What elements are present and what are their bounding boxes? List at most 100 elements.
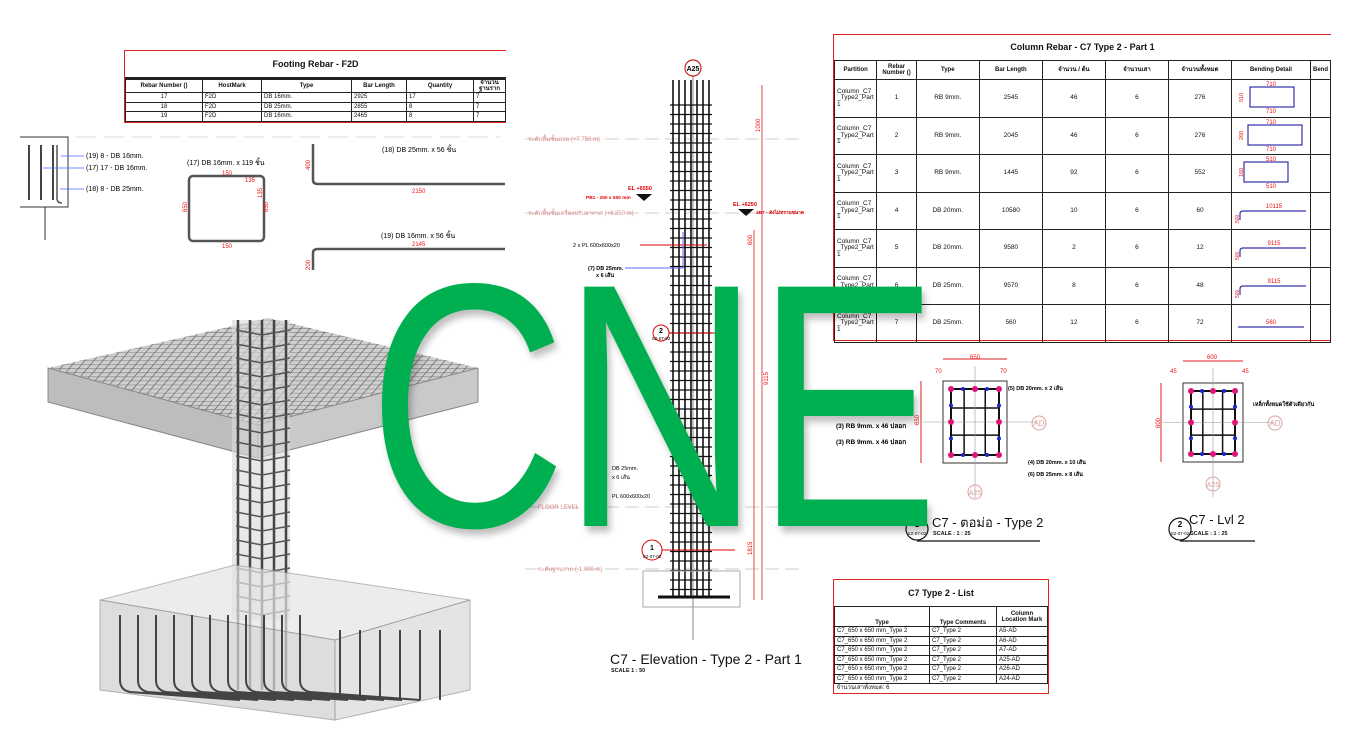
table-cell-per: 2	[1041, 229, 1106, 268]
tie	[235, 469, 291, 476]
table-cell-cols: 6	[1104, 191, 1169, 230]
footing-bar	[263, 615, 385, 701]
table-cell	[1310, 191, 1331, 230]
dim-text: 600	[1207, 355, 1218, 361]
dim-text: 135	[245, 178, 256, 184]
tie	[235, 441, 291, 448]
bar-label: (2) RB 9mm. x 46 ปลอก	[836, 405, 906, 413]
table-cell: 18	[125, 101, 203, 112]
3d-rebar-render	[47, 318, 479, 721]
table-title: Column Rebar - C7 Type 2 - Part 1	[1010, 42, 1155, 52]
bar-label: (3) RB 9mm. x 46 ปลอก	[836, 422, 906, 430]
table-cell: 7	[473, 101, 506, 112]
grid-label: A25	[1207, 482, 1220, 489]
stirrup-shape: (17) DB 16mm. x 119 ชิ้น 150 135 150 650…	[183, 156, 270, 250]
bar-18-shape: (18) DB 25mm. x 56 ชิ้น 400 2150	[306, 143, 505, 195]
table-cell: 17	[406, 92, 474, 103]
table-cell-num: 7	[876, 304, 917, 343]
bar-label: x 6 เส้น	[612, 474, 630, 481]
table-cell-length: 9580	[978, 229, 1043, 268]
stirrup-label: (17) DB 16mm. x 119 ชิ้น	[187, 156, 265, 167]
level-label: ระดับพื้นชั้นเครื่องปรับอากาศ (+6.250 m)	[528, 207, 634, 217]
dim-text: 500	[1235, 214, 1241, 223]
dim-text: 9115	[1268, 241, 1282, 247]
footing-bar	[119, 615, 241, 701]
footing-bar-label: (17) 17 - DB 16mm.	[86, 165, 148, 172]
tie	[235, 511, 291, 518]
dim-text: 1815	[748, 541, 754, 555]
bar-label: x 6 เส้น	[596, 271, 614, 279]
elevation-mark: EL +6550	[628, 186, 652, 192]
table-cell-per: 46	[1041, 116, 1106, 155]
dim-text: 45	[1242, 369, 1249, 375]
tie	[235, 343, 291, 350]
dim-text: 650	[915, 414, 921, 425]
table-cell: C7_Type 2	[929, 626, 997, 637]
dim-text: 9115	[764, 371, 770, 385]
dim-text: 500	[1235, 289, 1241, 298]
ref-sheet: S2-07-02	[643, 554, 662, 559]
column-header: Rebar Number ()	[876, 60, 917, 80]
footing-bar	[209, 615, 331, 701]
dim-text: 160	[1239, 168, 1245, 177]
plate-label: 2 x PL 600x600x20	[573, 243, 620, 249]
cne-logo: CNE	[368, 211, 939, 600]
table-cell: 17	[125, 92, 203, 103]
plate-label: PL 600x600x20	[612, 494, 650, 500]
column-rebar-table: Column Rebar - C7 Type 2 - Part 1 Partit…	[833, 34, 1331, 343]
tie	[235, 371, 291, 378]
section-1-tag: 1 S2-07-02 2 S2-07-02	[905, 517, 1255, 542]
table-cell-length: 10580	[978, 191, 1043, 230]
table-cell	[1310, 116, 1331, 155]
footing-bar	[299, 615, 421, 701]
dim-text: 2145	[412, 242, 426, 248]
table-header-row: Rebar Number () HostMark Type Bar Length…	[125, 79, 506, 93]
table-cell: C7_Type 2	[929, 635, 997, 646]
table-cell-cols: 6	[1104, 116, 1169, 155]
table-cell-total: 552	[1167, 154, 1232, 193]
column-sections: (2) RB 9mm. x 46 ปลอก (3) RB 9mm. x 46 ป…	[836, 355, 1315, 542]
grid-label: AD	[1033, 419, 1044, 428]
table-header-row: Partition Rebar Number () Type Bar Lengt…	[833, 60, 1331, 80]
dim-text: 510	[1239, 93, 1245, 102]
footing-bar	[137, 615, 259, 701]
tie	[235, 455, 291, 462]
table-cell: DB 25mm.	[261, 101, 352, 112]
beam-label: 3B7 - ดังไม่ทราบขนาด	[756, 209, 804, 216]
tie	[235, 483, 291, 490]
table-cell-cols: 6	[1104, 304, 1169, 343]
table-cell: C7_650 x 650 mm_Type 2	[834, 654, 930, 665]
table-cell-cols: 6	[1104, 266, 1169, 305]
table-cell: 2855	[351, 101, 407, 112]
table-cell-cols: 6	[1104, 229, 1169, 268]
dim-text: 510	[1266, 157, 1277, 163]
table-cell: A26-AD	[996, 664, 1048, 675]
table-cell-type: RB 9mm.	[915, 154, 980, 193]
bar-label: (19) DB 16mm. x 56 ชิ้น	[381, 229, 455, 240]
dim-text: 200	[306, 259, 312, 270]
section-2-title: C7 - Lvl 2	[1189, 512, 1245, 527]
dim-text: 400	[306, 159, 312, 170]
section-1-scale: SCALE : 1 : 25	[933, 531, 971, 537]
column-header: Type	[261, 79, 352, 93]
bar-label: (5) DB 20mm. x 2 เส้น	[1008, 384, 1063, 392]
table-cell: F2D	[202, 92, 262, 103]
table-cell	[1310, 154, 1331, 193]
table-cell-partition: Column_C7_Type2_Part1	[833, 304, 878, 343]
table-cell-num: 1	[876, 79, 917, 118]
section-2-drawing	[1160, 360, 1273, 497]
grid-label: A25	[969, 490, 982, 497]
table-cell-total: 60	[1167, 191, 1232, 230]
elevation-title: C7 - Elevation - Type 2 - Part 1	[610, 651, 802, 667]
dim-text: 710	[1266, 82, 1277, 88]
